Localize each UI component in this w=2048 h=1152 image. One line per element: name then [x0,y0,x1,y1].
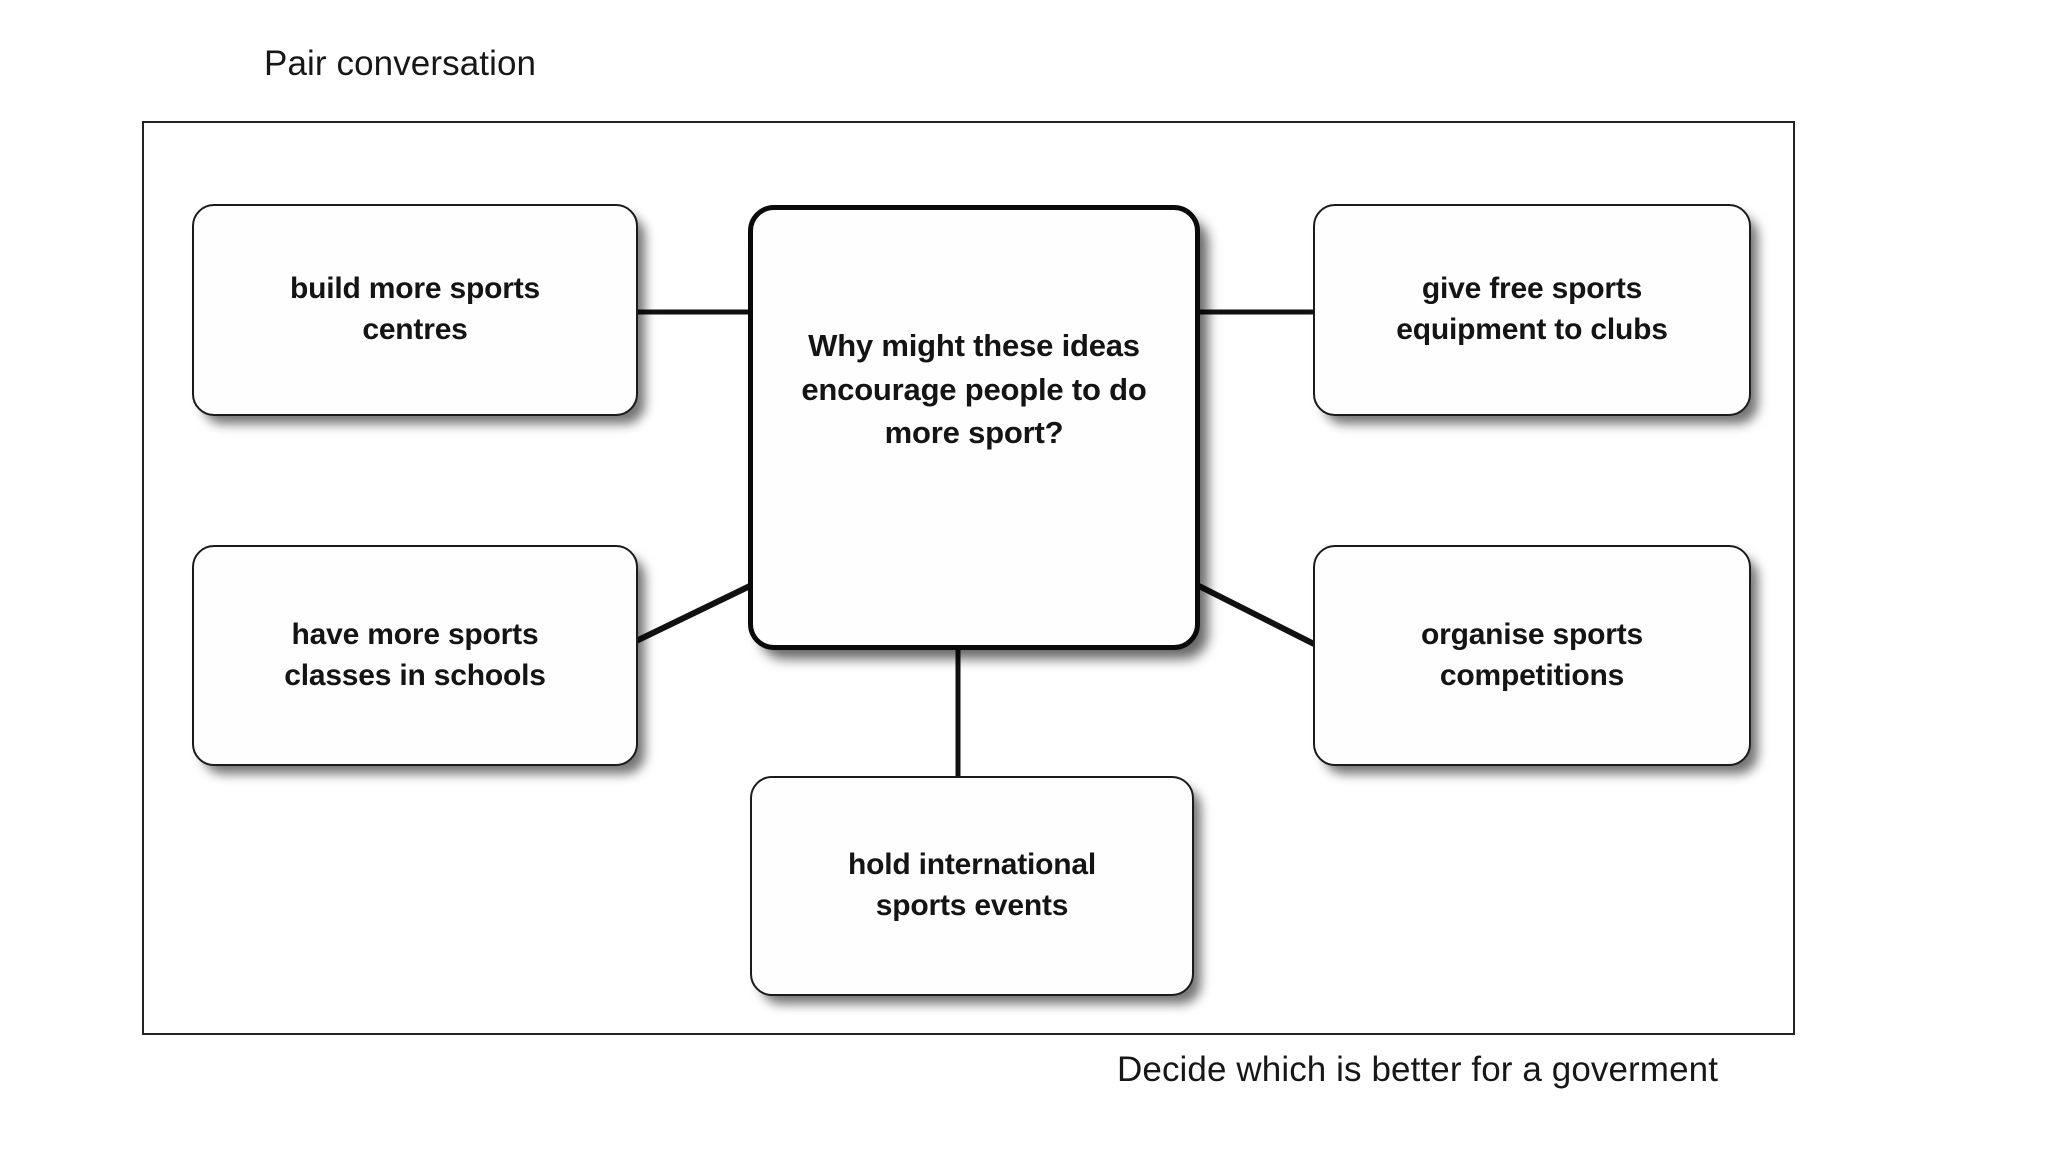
node-label: build more sports centres [290,272,540,346]
node-build-more-sports-centres[interactable]: build more sports centres [192,204,638,416]
node-organise-sports-competitions[interactable]: organise sports competitions [1313,545,1751,766]
node-have-more-sports-classes-in-schools[interactable]: have more sports classes in schools [192,545,638,766]
node-label: give free sports equipment to clubs [1396,272,1668,346]
page-title: Pair conversation [264,44,537,83]
node-central-question[interactable]: Why might these ideas encourage people t… [748,205,1200,650]
node-give-free-sports-equipment-to-clubs[interactable]: give free sports equipment to clubs [1313,204,1751,416]
node-label: organise sports competitions [1420,617,1644,692]
node-hold-international-sports-events[interactable]: hold international sports events [750,776,1194,996]
central-node-label: Why might these ideas encourage people t… [801,328,1147,451]
node-label: have more sports classes in schools [284,617,546,692]
node-label: hold international sports events [847,848,1097,922]
footer-instruction: Decide which is better for a goverment [1117,1050,1719,1089]
